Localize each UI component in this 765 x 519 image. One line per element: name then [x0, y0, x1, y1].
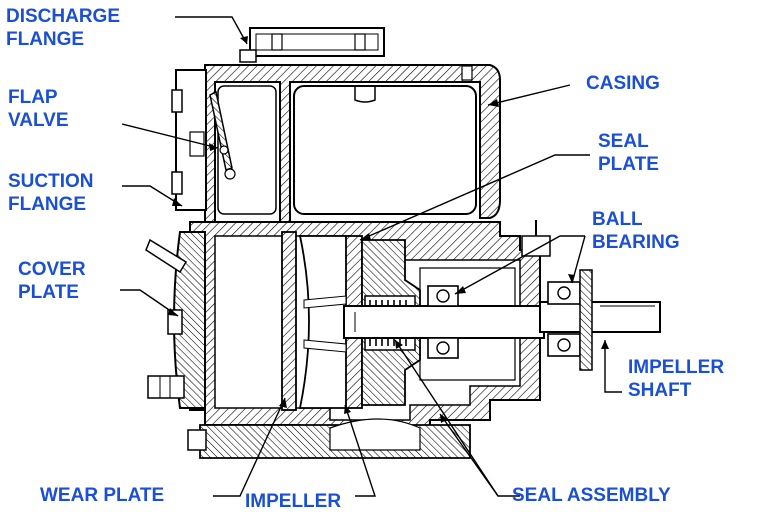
label-seal-plate: SEAL PLATE	[598, 130, 659, 176]
label-seal-assembly: SEAL ASSEMBLY	[512, 484, 671, 507]
label-impeller: IMPELLER	[245, 490, 341, 513]
cover-plate-part	[145, 231, 206, 409]
label-suction-flange: SUCTION FLANGE	[8, 170, 94, 216]
label-line: FLANGE	[8, 194, 87, 215]
label-line: DISCHARGE	[6, 6, 121, 27]
label-line: SEAL	[598, 131, 649, 152]
label-line: COVER	[18, 259, 86, 280]
label-line: FLANGE	[6, 29, 85, 50]
label-cover-plate: COVER PLATE	[18, 258, 86, 304]
label-line: SUCTION	[8, 171, 94, 192]
label-wear-plate: WEAR PLATE	[40, 484, 164, 507]
discharge-flange-part	[239, 27, 385, 63]
label-line: SHAFT	[628, 380, 692, 401]
label-line: SEAL ASSEMBLY	[512, 485, 671, 506]
label-line: IMPELLER	[628, 357, 725, 378]
label-line: PLATE	[18, 282, 79, 303]
leader-arrowheads	[168, 36, 609, 423]
label-line: IMPELLER	[245, 491, 342, 512]
label-line: CASING	[586, 73, 660, 94]
label-line: BALL	[592, 209, 643, 230]
impeller-shaft-part	[343, 301, 661, 339]
label-line: FLAP	[8, 87, 58, 108]
label-casing: CASING	[586, 72, 660, 95]
flap-valve-part	[171, 69, 236, 211]
label-line: WEAR PLATE	[40, 485, 165, 506]
label-discharge-flange: DISCHARGE FLANGE	[6, 5, 120, 51]
ball-bearing-part	[427, 220, 593, 371]
label-flap-valve: FLAP VALVE	[8, 86, 69, 132]
label-line: VALVE	[8, 110, 69, 131]
label-impeller-shaft: IMPELLER SHAFT	[628, 356, 724, 402]
leader-lines	[120, 16, 622, 497]
wear-plate-part	[281, 231, 297, 411]
label-line: BEARING	[592, 232, 680, 253]
impeller-part	[298, 235, 363, 409]
label-ball-bearing: BALL BEARING	[592, 208, 680, 254]
label-line: PLATE	[598, 154, 659, 175]
